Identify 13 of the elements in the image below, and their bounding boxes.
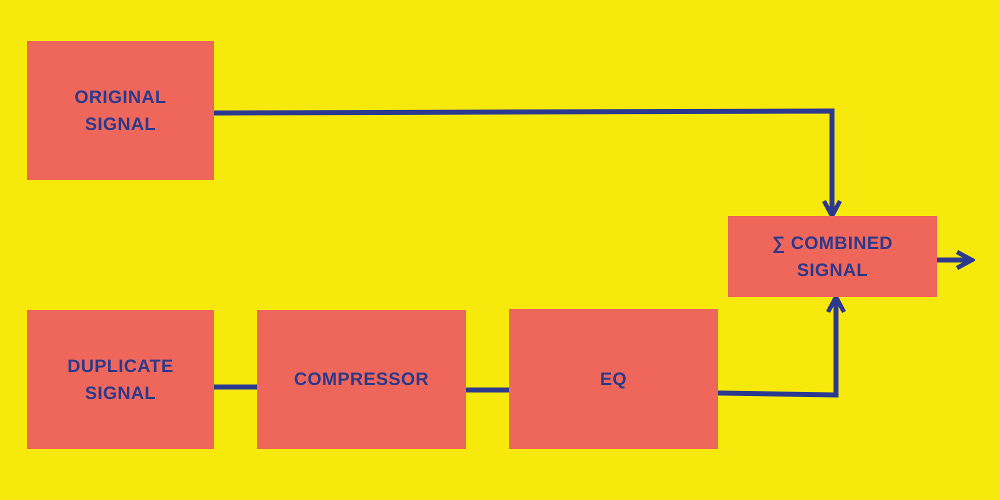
arrow	[718, 294, 846, 398]
process-box	[27, 310, 214, 449]
process-box	[728, 216, 937, 297]
arrow	[937, 250, 974, 270]
box-label: DUPLICATE SIGNAL	[66, 354, 175, 404]
box-label: ∑ COMBINED SIGNAL	[771, 232, 894, 282]
box-label: EQ	[600, 368, 627, 390]
box-label: ORIGINAL SIGNAL	[74, 86, 168, 136]
process-box	[27, 41, 214, 180]
process-box	[257, 310, 466, 449]
box-label: COMPRESSOR	[294, 368, 430, 391]
arrow	[214, 108, 842, 218]
process-box	[509, 309, 718, 449]
